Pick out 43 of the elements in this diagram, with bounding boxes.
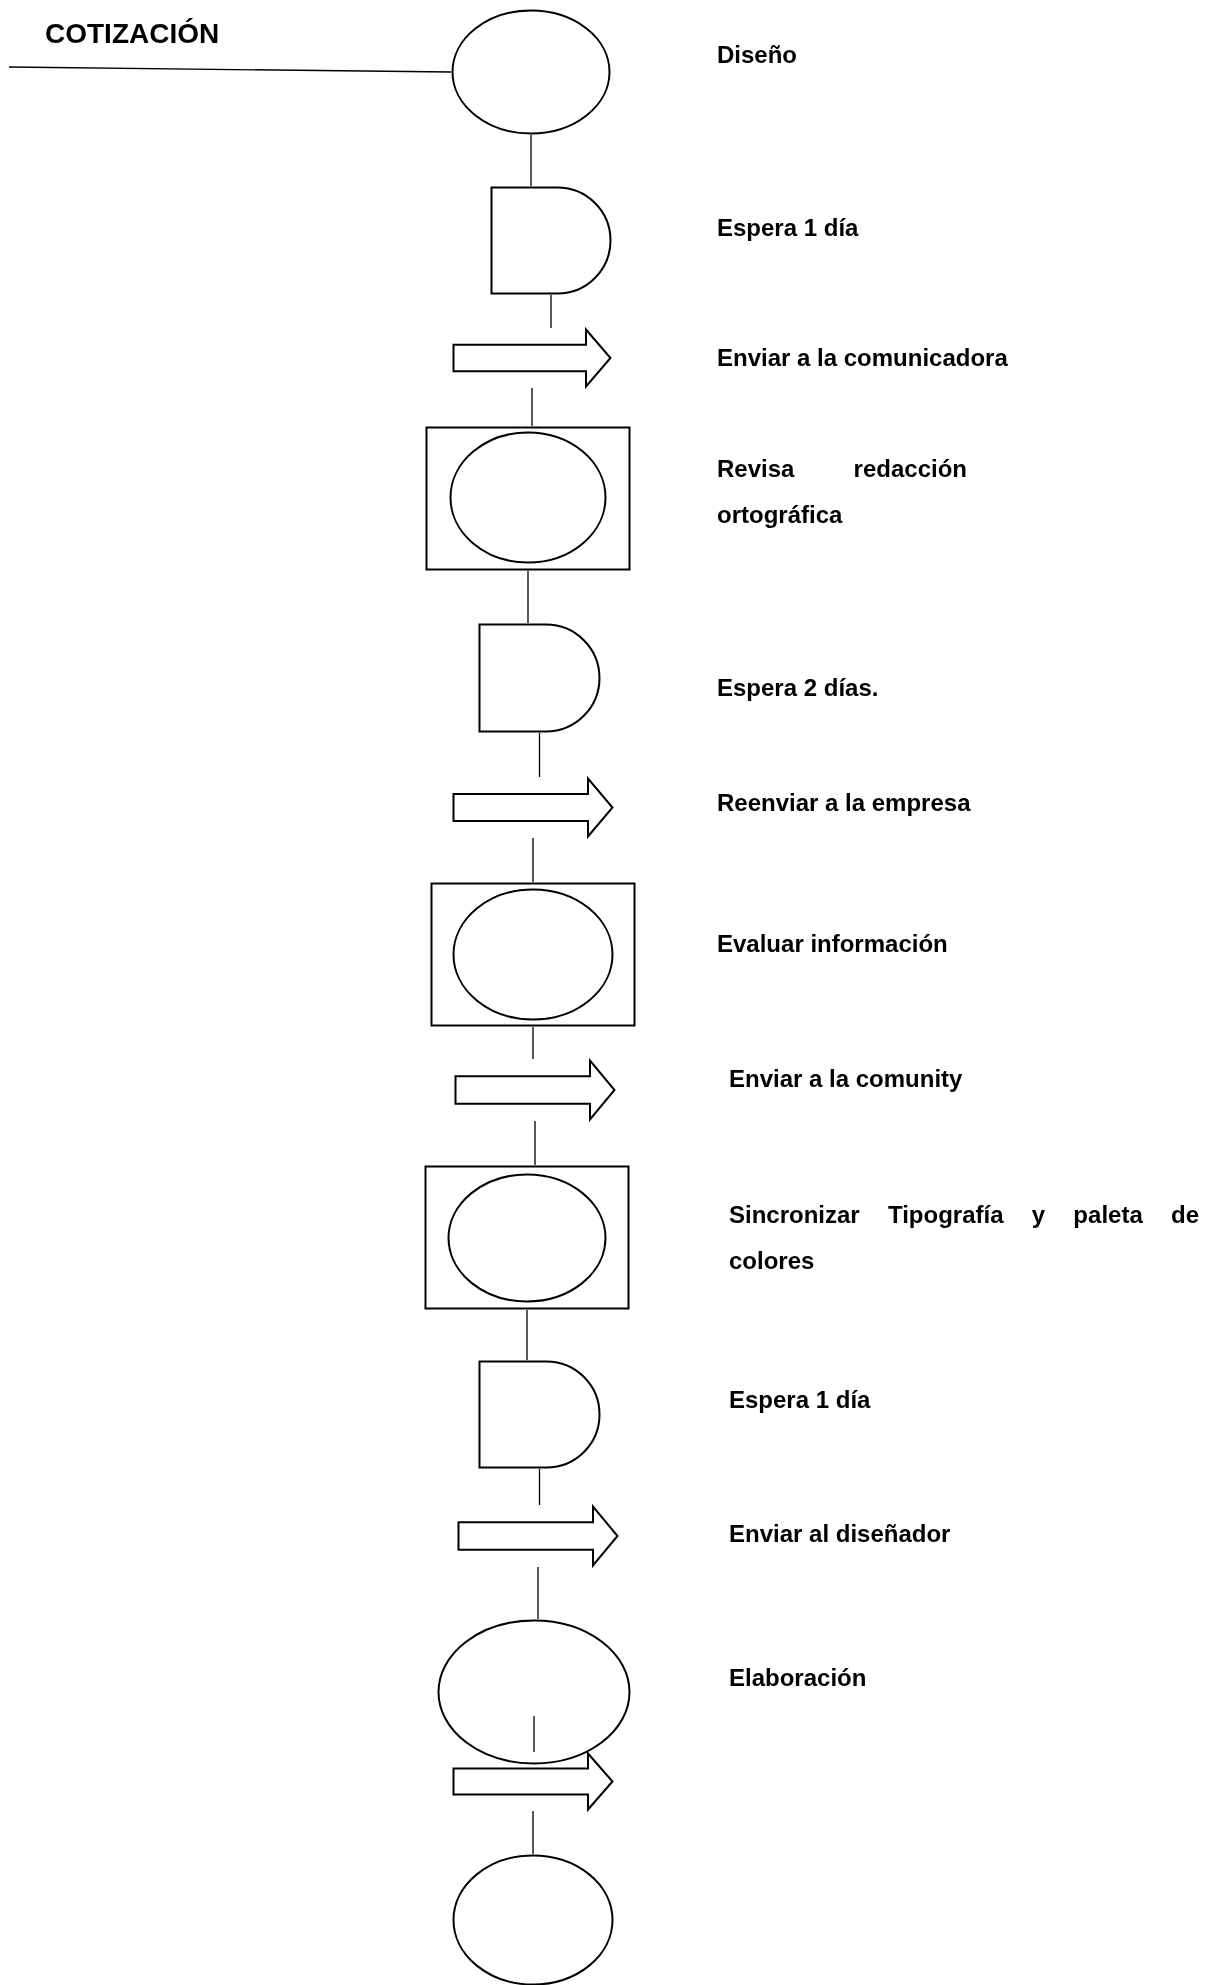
inspection-box [424,1165,630,1310]
step-label: Espera 1 día [717,213,860,243]
operation-circle [449,431,607,564]
transport-symbol [452,777,614,838]
inspection-box [425,426,631,571]
connector-line [8,66,452,73]
step-label: Espera 1 día [729,1385,872,1415]
connector-line [532,1026,534,1060]
connector-line [533,1715,535,1753]
step-label: Evaluar información [717,929,949,959]
delay-symbol [478,623,601,733]
step-label: Enviar a la comunity [729,1064,964,1094]
step-label: Sincronizar Tipografía y paleta de colores [729,1200,1199,1276]
delay-symbol [490,186,612,295]
inspection-box [430,882,636,1027]
step-label: Reenviar a la empresa [717,788,972,818]
step-label: Espera 2 días. [717,673,880,703]
transport-symbol [452,328,612,388]
connector-line [537,1566,539,1620]
connector-line [532,1810,534,1855]
step-label: Diseño [717,40,798,70]
title-text: COTIZACIÓN [45,18,220,50]
transport-symbol [457,1505,619,1567]
step-label: Enviar a la comunicadora [717,343,1009,373]
delay-symbol [478,1360,601,1469]
step-label: Enviar al diseñador [729,1519,952,1549]
connector-line [550,294,552,329]
step-label: Elaboración [729,1663,868,1693]
connector-line [538,1468,541,1506]
transport-symbol [452,1752,614,1811]
connector-line [531,387,533,427]
connector-line [527,570,529,624]
operation-circle [437,1619,631,1765]
operation-circle [451,9,611,135]
step-label: Revisa redacción ortográfica [717,454,967,530]
connector-line [532,837,534,883]
transport-symbol [454,1059,616,1121]
operation-circle [452,888,614,1021]
connector-line [534,1120,536,1166]
connector-line [526,1309,528,1361]
connector-line [530,134,532,187]
connector-line [538,732,541,778]
operation-circle [447,1173,607,1303]
